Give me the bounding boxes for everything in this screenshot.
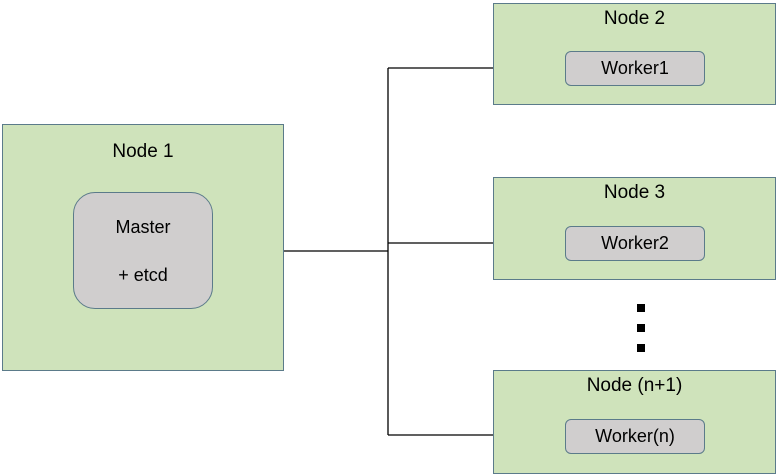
node-3-box: Node 3 Worker2 xyxy=(493,177,776,280)
node-2-box: Node 2 Worker1 xyxy=(493,3,776,105)
node-3-title: Node 3 xyxy=(603,182,666,203)
worker2-label: Worker2 xyxy=(601,233,669,253)
workern-box: Worker(n) xyxy=(565,419,705,454)
master-etcd-box: Master + etcd xyxy=(73,192,213,309)
node-n-plus-1-title: Node (n+1) xyxy=(586,375,683,396)
ellipsis-dot-1 xyxy=(637,304,645,312)
workern-label: Worker(n) xyxy=(595,426,675,446)
master-label: Master xyxy=(115,217,171,237)
node-1-box: Node 1 Master + etcd xyxy=(2,124,284,371)
ellipsis-dot-3 xyxy=(637,344,645,352)
worker1-label: Worker1 xyxy=(601,58,669,78)
node-1-title: Node 1 xyxy=(112,141,174,162)
etcd-label: + etcd xyxy=(118,265,168,285)
worker2-box: Worker2 xyxy=(565,226,705,261)
node-2-title: Node 2 xyxy=(603,8,666,29)
node-n-plus-1-box: Node (n+1) Worker(n) xyxy=(493,370,776,474)
worker1-box: Worker1 xyxy=(565,51,705,86)
ellipsis-dot-2 xyxy=(637,324,645,332)
